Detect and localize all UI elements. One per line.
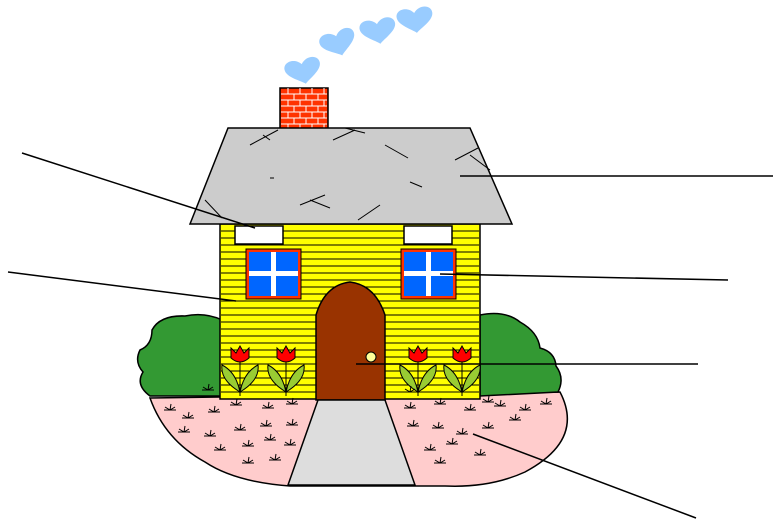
grass-tuft: [407, 419, 419, 427]
label-lines: [7, 152, 773, 519]
grass-tuft: [494, 399, 506, 407]
grass-tuft: [434, 456, 446, 464]
tulip: [221, 344, 259, 396]
grass-tuft: [509, 413, 521, 421]
grass-tuft: [234, 423, 246, 431]
grass-tuft: [284, 438, 296, 446]
tulip-group: [221, 344, 481, 396]
grass-tuft: [264, 433, 276, 441]
grass-tuft: [230, 398, 242, 406]
grass-tuft: [242, 439, 254, 447]
tulip: [267, 344, 305, 396]
grass-tuft: [482, 395, 494, 403]
grass-tuft: [404, 385, 416, 393]
grass-tufts: [164, 383, 552, 464]
tulip: [399, 344, 437, 396]
smoke-heart: [396, 6, 433, 33]
grass-tuft: [214, 443, 226, 451]
grass-tuft: [182, 411, 194, 419]
label-line-wall: [7, 271, 237, 302]
grass-tuft: [540, 397, 552, 405]
grass-tuft: [262, 401, 274, 409]
grass-tuft: [434, 397, 446, 405]
grass-tuft: [519, 403, 531, 411]
door: [315, 281, 386, 401]
roof: [188, 127, 514, 225]
smoke-heart: [284, 56, 320, 84]
grass-tuft: [178, 425, 190, 433]
grass-tuft: [208, 405, 220, 413]
bush-left: [136, 313, 223, 397]
roof-shingle-marks: [204, 127, 491, 221]
grass-tuft: [446, 437, 458, 445]
grass-tuft: [202, 383, 214, 391]
chimney: [279, 87, 329, 131]
bush-right: [479, 312, 562, 397]
label-line-window: [439, 273, 729, 281]
window-left: [245, 248, 302, 300]
smoke-heart: [319, 27, 355, 56]
smoke-heart: [359, 17, 396, 44]
grass-tuft: [242, 456, 254, 464]
attic-vent-left: [234, 225, 284, 245]
grass-tuft: [269, 453, 281, 461]
grass-tuft: [260, 419, 272, 427]
smoke-hearts: [284, 6, 433, 84]
grass-tuft: [464, 403, 476, 411]
grass-tuft: [474, 448, 486, 456]
grass-tuft: [286, 418, 298, 426]
door-knob: [365, 351, 377, 363]
walkway: [286, 399, 417, 486]
label-line-attic-vent: [21, 152, 256, 229]
grass-tuft: [424, 443, 436, 451]
grass-tuft: [432, 421, 444, 429]
tulip: [443, 344, 481, 396]
grass-tuft: [456, 427, 468, 435]
grass-tuft: [286, 397, 298, 405]
grass-tuft: [482, 421, 494, 429]
grass-tuft: [164, 403, 176, 411]
label-line-yard: [472, 433, 697, 519]
attic-vent-right: [403, 225, 453, 245]
grass-tuft: [204, 429, 216, 437]
grass-tuft: [404, 401, 416, 409]
